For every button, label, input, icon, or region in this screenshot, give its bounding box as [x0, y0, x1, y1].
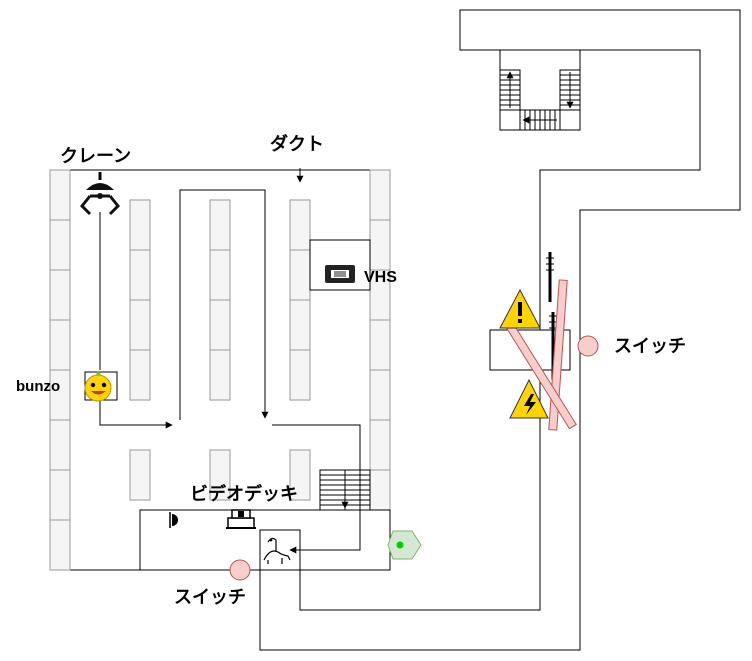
switch-label-right: スイッチ: [614, 336, 686, 357]
antenna-tower-icon: [546, 252, 557, 380]
video-deck-icon: [226, 509, 256, 529]
electric-hazard-sign-icon: [509, 378, 549, 419]
shelf-column-2: [209, 199, 231, 501]
right-wall-shelves: [369, 169, 391, 511]
shelf-column-3: [289, 199, 311, 501]
crane-claw-icon: [79, 172, 121, 216]
vent-path: [272, 424, 361, 554]
caution-sign-icon: [499, 288, 541, 329]
vhs-label: VHS: [364, 269, 397, 286]
crane-path: [99, 212, 173, 429]
crane-label: クレーン: [60, 146, 131, 167]
video-deck-label: ビデオデッキ: [190, 483, 298, 505]
switch-label-bottom: スイッチ: [174, 587, 246, 608]
duct-path: [179, 168, 304, 420]
vhs-cassette-icon: [325, 265, 355, 283]
stairs-icon: [499, 69, 581, 131]
shelf-column-1: [129, 199, 151, 501]
switch-button-icon[interactable]: [229, 559, 251, 581]
security-camera-icon: [169, 512, 178, 528]
bunzo-character-icon: [84, 370, 112, 402]
green-hexagon-goal-icon[interactable]: [387, 530, 422, 560]
switch-button-icon[interactable]: [577, 335, 599, 357]
duct-label: ダクト: [270, 133, 324, 155]
dinosaur-icon: [263, 537, 291, 564]
left-wall-shelves: [49, 169, 71, 571]
bunzo-label: bunzo: [16, 378, 60, 395]
